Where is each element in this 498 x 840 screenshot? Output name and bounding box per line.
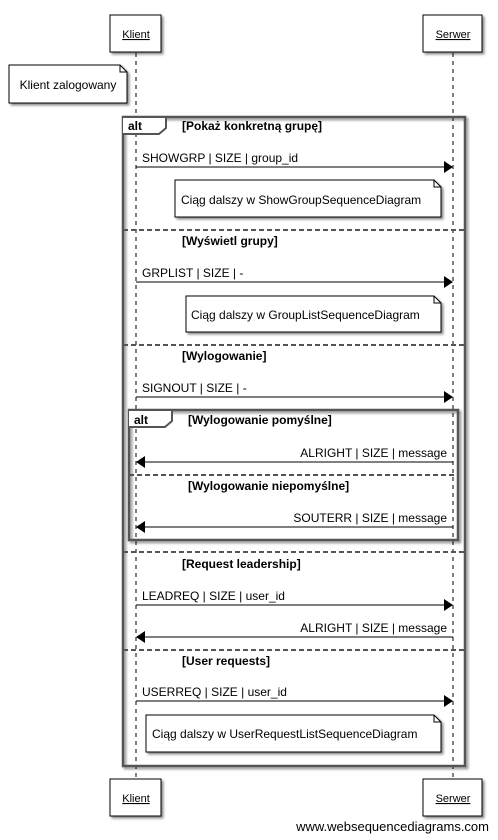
participant-server-label: Serwer [436, 29, 471, 41]
note-showgroup: Ciąg dalszy w ShowGroupSequenceDiagram [174, 179, 442, 218]
participant-client-label: Klient [122, 793, 150, 805]
participant-client-label: Klient [122, 29, 150, 41]
message-label: ALRIGHT | SIZE | message [300, 621, 447, 635]
note-userrequests: Ciąg dalszy w UserRequestListSequenceDia… [145, 714, 442, 753]
guard-label: [Pokaż konkretną grupę] [182, 119, 322, 133]
participant-server-label: Serwer [436, 793, 471, 805]
participant-server-bottom: Serwer [422, 778, 483, 817]
message-leadreq: LEADREQ | SIZE | user_id [136, 589, 453, 611]
footer-watermark[interactable]: www.websequencediagrams.com [295, 819, 489, 834]
guard-label: [Wylogowanie niepomyślne] [188, 479, 349, 493]
guard-label: [Request leadership] [182, 557, 301, 571]
reply-souterr: SOUTERR | SIZE | message [136, 511, 453, 533]
message-label: USERREQ | SIZE | user_id [142, 685, 287, 699]
message-label: ALRIGHT | SIZE | message [300, 446, 447, 460]
message-label: SIGNOUT | SIZE | - [142, 381, 247, 395]
reply-alright-leadreq: ALRIGHT | SIZE | message [136, 621, 453, 643]
participant-client-top: Klient [109, 14, 162, 53]
message-label: LEADREQ | SIZE | user_id [142, 589, 285, 603]
note-text: Ciąg dalszy w GroupListSequenceDiagram [191, 308, 420, 322]
message-signout: SIGNOUT | SIZE | - [136, 381, 453, 403]
note-text: Ciąg dalszy w ShowGroupSequenceDiagram [181, 193, 421, 207]
message-label: SHOWGRP | SIZE | group_id [142, 151, 298, 165]
note-grouplist: Ciąg dalszy w GroupListSequenceDiagram [185, 295, 442, 333]
guard-label: [Wyświetl grupy] [182, 234, 278, 248]
message-grplist: GRPLIST | SIZE | - [136, 266, 453, 288]
guard-label: [User requests] [182, 654, 270, 668]
note-text: Ciąg dalszy w UserRequestListSequenceDia… [152, 727, 417, 741]
inner-alt-frame: alt [Wylogowanie pomyślne] [Wylogowanie … [127, 408, 460, 542]
message-userreq: USERREQ | SIZE | user_id [136, 685, 453, 707]
reply-alright-signout: ALRIGHT | SIZE | message [136, 446, 453, 468]
participant-client-bottom: Klient [109, 778, 162, 817]
outer-alt-frame: alt [Pokaż konkretną grupę] [Wyświetl gr… [121, 115, 467, 768]
state-note: Klient zalogowany [8, 64, 128, 104]
inner-alt-keyword: alt [134, 413, 148, 427]
guard-label: [Wylogowanie pomyślne] [188, 413, 332, 427]
state-note-text: Klient zalogowany [20, 78, 117, 92]
outer-alt-keyword: alt [128, 119, 142, 133]
message-label: GRPLIST | SIZE | - [142, 266, 243, 280]
message-label: SOUTERR | SIZE | message [293, 511, 447, 525]
message-showgrp: SHOWGRP | SIZE | group_id [136, 151, 453, 173]
participant-server-top: Serwer [422, 14, 483, 53]
guard-label: [Wylogowanie] [182, 349, 266, 363]
